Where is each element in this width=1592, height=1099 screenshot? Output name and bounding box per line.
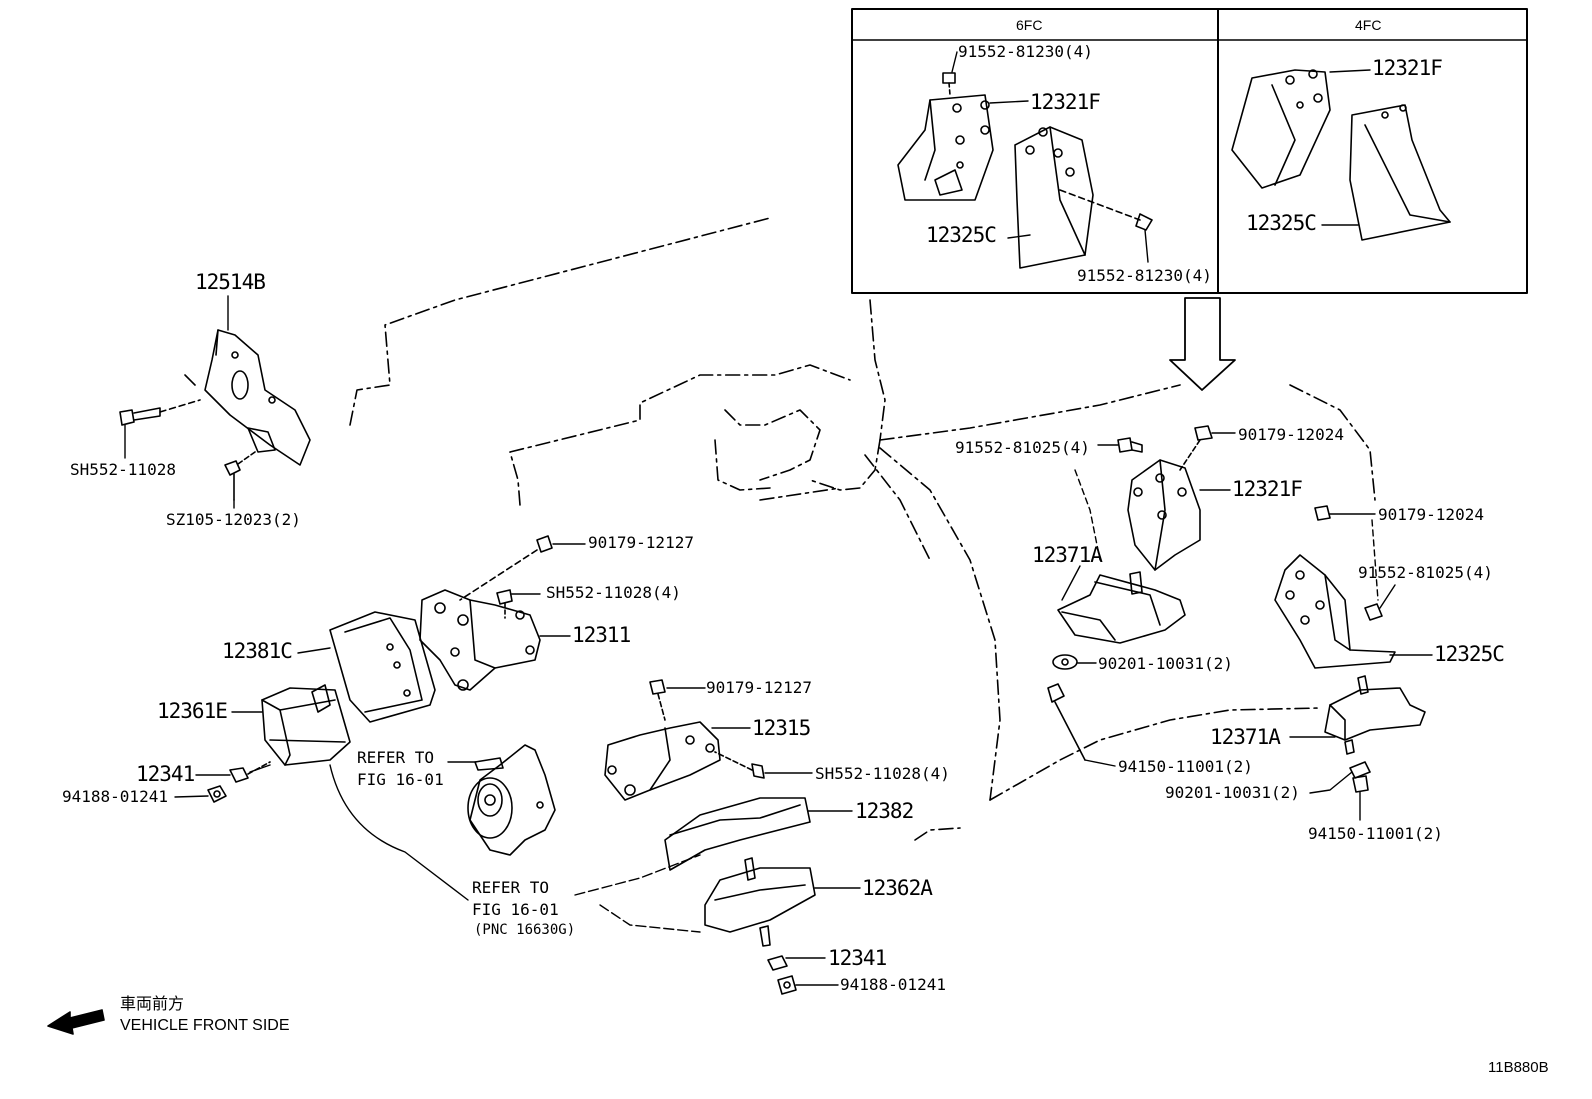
- bracket-12311: [419, 589, 541, 691]
- part-label[interactable]: 94150-11001(2): [1118, 757, 1253, 776]
- part-label[interactable]: 94188-01241: [840, 975, 946, 994]
- inset-down-arrow: [1169, 297, 1236, 391]
- part-label[interactable]: 12321F: [1030, 90, 1101, 114]
- part-label[interactable]: 91552-81025(4): [1358, 563, 1493, 582]
- part-label[interactable]: 90179-12127: [588, 533, 694, 552]
- part-label[interactable]: 12381C: [222, 639, 293, 663]
- engine-outline: [349, 217, 1376, 841]
- part-label[interactable]: 90179-12127: [706, 678, 812, 697]
- refer-note-line[interactable]: FIG 16-01: [357, 770, 444, 789]
- bolt-sz105-12023: [224, 451, 256, 501]
- inset-4fc-bracket-12321f: [1231, 69, 1331, 189]
- part-label[interactable]: 12315: [752, 716, 811, 740]
- insulator-12382: [664, 797, 811, 871]
- nut-94188-01241-a: [207, 785, 227, 803]
- inset-col-4fc-header: 4FC: [1355, 17, 1382, 33]
- part-label[interactable]: SZ105-12023(2): [166, 510, 301, 529]
- part-label[interactable]: SH552-11028: [70, 460, 176, 479]
- part-label[interactable]: 12341: [136, 762, 195, 786]
- part-label[interactable]: 94150-11001(2): [1308, 824, 1443, 843]
- vehicle-front-label-en: VEHICLE FRONT SIDE: [120, 1017, 290, 1034]
- bracket-12514b: [184, 329, 311, 466]
- nut-90179-12127-a: [459, 535, 553, 601]
- part-label[interactable]: 12321F: [1372, 56, 1443, 80]
- bolt-sh552-11028-4a: [496, 589, 513, 619]
- washer-90201-10031-a: [1052, 654, 1078, 670]
- part-label[interactable]: 90201-10031(2): [1098, 654, 1233, 673]
- part-label[interactable]: 91552-81025(4): [955, 438, 1090, 457]
- inset-6fc-bracket-12325c: [1014, 126, 1153, 269]
- part-label[interactable]: 94188-01241: [62, 787, 168, 806]
- refer-note-line[interactable]: REFER TO: [357, 748, 435, 767]
- part-label[interactable]: 12514B: [195, 270, 266, 294]
- bolt-91552-81025-a: [1117, 437, 1143, 453]
- nut-90179-12127-b: [649, 679, 666, 721]
- idler-pulley-assembly: [467, 744, 556, 856]
- part-label[interactable]: 12371A: [1032, 543, 1103, 567]
- insulator-12362a: [704, 857, 816, 947]
- bracket-12325c-right: [1274, 554, 1396, 669]
- insulator-12371a-upper: [1057, 571, 1186, 644]
- part-label[interactable]: 90179-12024: [1238, 425, 1344, 444]
- insulator-12371a-lower: [1324, 675, 1426, 755]
- vehicle-front-arrow-icon: [47, 1009, 105, 1035]
- heat-insulator-12381c: [329, 611, 436, 723]
- refer-note-line[interactable]: REFER TO: [472, 878, 550, 897]
- nut-94150-11001-b: [1352, 775, 1369, 793]
- nut-90179-12024-a: [1179, 425, 1213, 471]
- inset-6fc-bracket-12321f: [897, 94, 994, 201]
- bolt-91552-81025-b: [1364, 603, 1383, 621]
- figure-code: 11B880B: [1488, 1059, 1549, 1076]
- vehicle-front-label-jp: 車両前方: [120, 996, 185, 1013]
- part-label[interactable]: 12341: [828, 946, 887, 970]
- inset-col-6fc-header: 6FC: [1016, 17, 1043, 33]
- part-label[interactable]: 12325C: [926, 223, 997, 247]
- refer-note-line[interactable]: FIG 16-01: [472, 900, 559, 919]
- part-label[interactable]: 90179-12024: [1378, 505, 1484, 524]
- washer-12341-b: [767, 955, 788, 971]
- washer-90201-10031-b: [1349, 761, 1371, 779]
- insulator-12361e: [261, 684, 351, 766]
- part-label[interactable]: 91552-81230(4): [1077, 266, 1212, 285]
- bracket-12315: [604, 721, 721, 801]
- part-label[interactable]: 12325C: [1246, 211, 1317, 235]
- part-label[interactable]: SH552-11028(4): [546, 583, 681, 602]
- part-label[interactable]: 12311: [572, 623, 631, 647]
- nut-94188-01241-b: [777, 975, 797, 995]
- part-label[interactable]: 90201-10031(2): [1165, 783, 1300, 802]
- bolt-sh552-11028: [119, 399, 201, 426]
- part-label[interactable]: 12321F: [1232, 477, 1303, 501]
- part-label[interactable]: 12361E: [157, 699, 228, 723]
- part-label[interactable]: 12382: [855, 799, 914, 823]
- nut-94150-11001-a: [1047, 683, 1086, 761]
- bolt-sh552-11028-4b: [714, 751, 765, 779]
- refer-note-line[interactable]: (PNC 16630G): [474, 922, 576, 938]
- inset-6fc-bolt-top: [942, 72, 956, 96]
- part-label[interactable]: 12325C: [1434, 642, 1505, 666]
- inset-4fc-bracket-12325c: [1349, 104, 1451, 241]
- leader-lines: [124, 51, 1433, 986]
- part-label[interactable]: 12362A: [862, 876, 933, 900]
- part-label[interactable]: SH552-11028(4): [815, 764, 950, 783]
- inset-box: [851, 8, 1528, 294]
- nut-90179-12024-b: [1314, 505, 1331, 521]
- part-label[interactable]: 12371A: [1210, 725, 1281, 749]
- bracket-12321f-right: [1127, 459, 1201, 571]
- part-label[interactable]: 91552-81230(4): [958, 42, 1093, 61]
